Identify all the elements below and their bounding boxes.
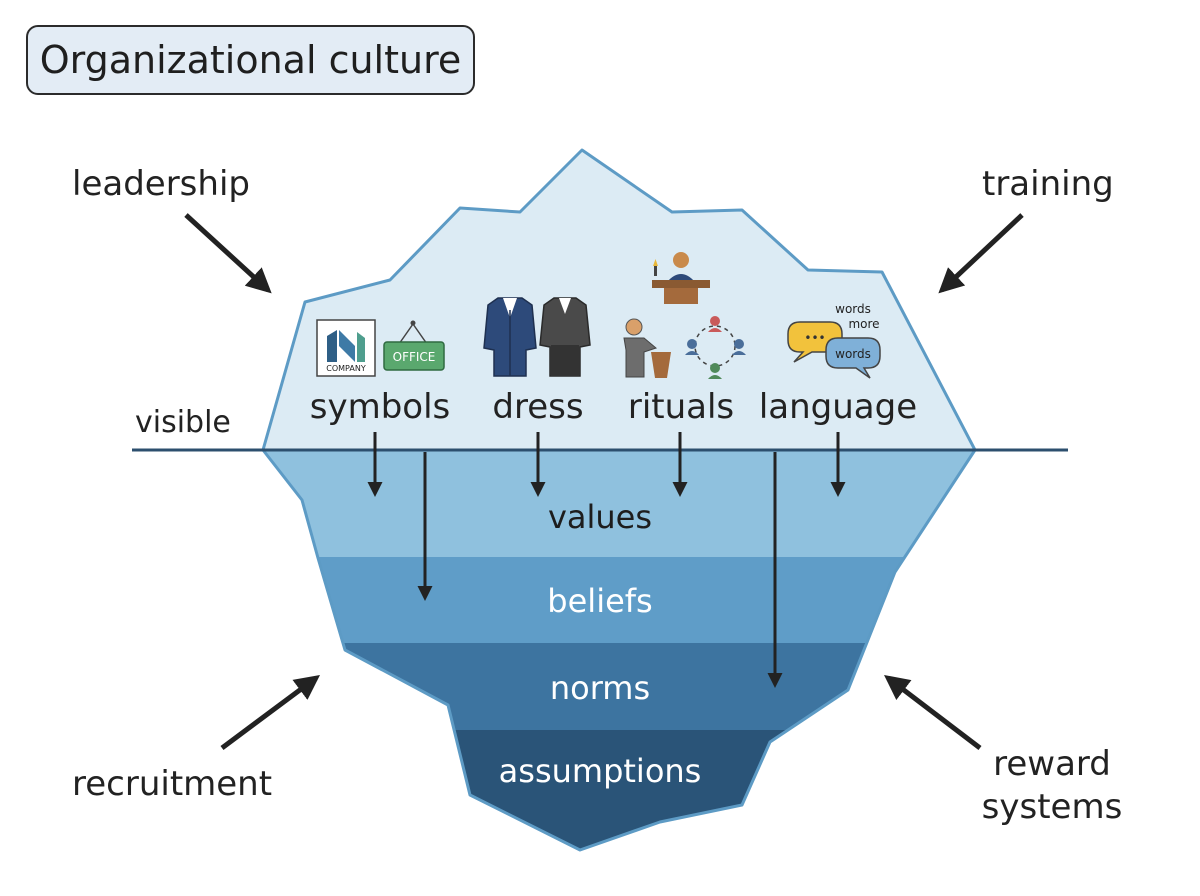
leadership-arrow <box>184 213 272 294</box>
training-arrow <box>938 213 1024 294</box>
office-sign-icon: OFFICE <box>383 320 445 371</box>
speech-bubbles-icon: ••• words more words <box>787 302 881 379</box>
dress-label: dress <box>492 387 583 427</box>
training-label: training <box>982 164 1114 204</box>
mens-suit-icon <box>483 297 537 377</box>
company-logo-icon: COMPANY <box>316 319 376 377</box>
reward-label-line1: reward <box>993 744 1111 784</box>
diagram-title-text: Organizational culture <box>39 38 462 82</box>
layer-assumptions-label: assumptions <box>499 752 702 790</box>
recruitment-label: recruitment <box>72 764 272 804</box>
language-label: language <box>759 387 917 427</box>
presenter-icon <box>623 318 671 378</box>
rituals-label: rituals <box>628 387 734 427</box>
speech-bubble-ellipsis: ••• <box>804 331 825 345</box>
company-logo-text: COMPANY <box>326 364 366 373</box>
layer-beliefs-label: beliefs <box>547 582 652 620</box>
iceberg-underwater-outline <box>261 448 977 852</box>
diagram-title: Organizational culture <box>26 25 475 95</box>
iceberg-tip <box>261 148 977 452</box>
suits-icon <box>483 297 591 377</box>
reward-arrow <box>884 674 982 750</box>
womens-suit-icon <box>539 297 591 377</box>
layer-assumptions-band <box>263 730 975 850</box>
meeting-circle-icon <box>685 316 746 379</box>
office-sign-text: OFFICE <box>393 350 436 364</box>
waterline-label: visible <box>135 405 231 440</box>
speech-word-2: more <box>848 317 879 331</box>
layer-beliefs-band <box>263 557 975 643</box>
symbols-label: symbols <box>310 387 451 427</box>
layer-values-label: values <box>548 498 652 536</box>
speech-word-1: words <box>835 302 871 316</box>
layer-norms-label: norms <box>550 669 650 707</box>
leadership-label: leadership <box>72 164 250 204</box>
speech-word-3: words <box>835 347 871 361</box>
layer-values-band <box>263 450 975 557</box>
submerged-layers <box>263 450 975 850</box>
recruitment-arrow <box>220 675 321 751</box>
podium-speaker-icon <box>652 252 710 304</box>
reward-label-line2: systems <box>982 787 1123 827</box>
